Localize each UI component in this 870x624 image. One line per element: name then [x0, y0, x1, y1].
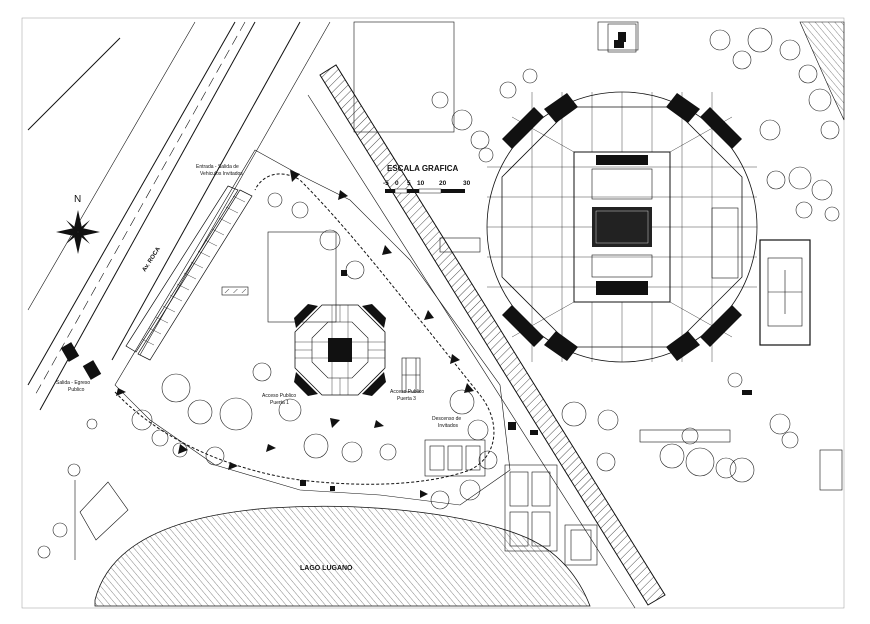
main-stadium [486, 23, 758, 363]
circulation-path [114, 173, 495, 485]
markers [300, 40, 752, 491]
tennis-court-small [401, 357, 421, 393]
public-exit-line2: Publico [68, 387, 85, 393]
tennis-courts-cluster [424, 439, 598, 566]
scale-tick-3: 10 [417, 180, 425, 187]
tennis-court-right [759, 239, 811, 346]
small-stadium [294, 304, 386, 396]
public-exit-line1: Salida - Egreso [56, 380, 90, 386]
path-arrows [116, 170, 474, 498]
street-label: Av. ROCA [142, 246, 163, 273]
lake-lugano [94, 505, 591, 607]
site-boundary [114, 149, 511, 506]
scale-title: ESCALA GRAFICA [387, 164, 458, 173]
railway-strip [319, 64, 666, 606]
lower-left-building [74, 480, 129, 560]
public-access-3-line1: Acceso Publico [390, 389, 424, 395]
drawing-frame [21, 17, 845, 609]
scale-tick-2: 5 [407, 180, 411, 187]
north-label: N [74, 194, 81, 205]
public-access-1-line1: Acceso Publico [262, 393, 296, 399]
side-court [711, 207, 739, 279]
entry-vehicles-line2: Vehiculos Invitados [200, 171, 243, 177]
parking-rows [125, 185, 253, 361]
lake-label: LAGO LUGANO [300, 565, 353, 572]
guest-dropoff-line2: Invitados [438, 423, 459, 429]
trees [37, 27, 840, 559]
public-access-3-line2: Puerta 3 [397, 396, 416, 402]
right-buildings [353, 21, 843, 491]
public-access-1-line2: Puerta 1 [270, 400, 289, 406]
scale-tick-4: 20 [439, 180, 447, 187]
graphic-scale: ESCALA GRAFICA -5 0 5 10 20 30 [383, 164, 471, 194]
scale-tick-1: 0 [395, 180, 399, 187]
scale-tick-0: -5 [383, 180, 389, 187]
avenue-roca [27, 21, 331, 411]
north-arrow: N [56, 194, 100, 254]
guest-dropoff-line1: Descenso de [432, 416, 461, 422]
entry-vehicles-line1: Entrada - Salida de [196, 164, 239, 170]
scale-tick-5: 30 [463, 180, 471, 187]
hatched-lot [799, 21, 845, 121]
